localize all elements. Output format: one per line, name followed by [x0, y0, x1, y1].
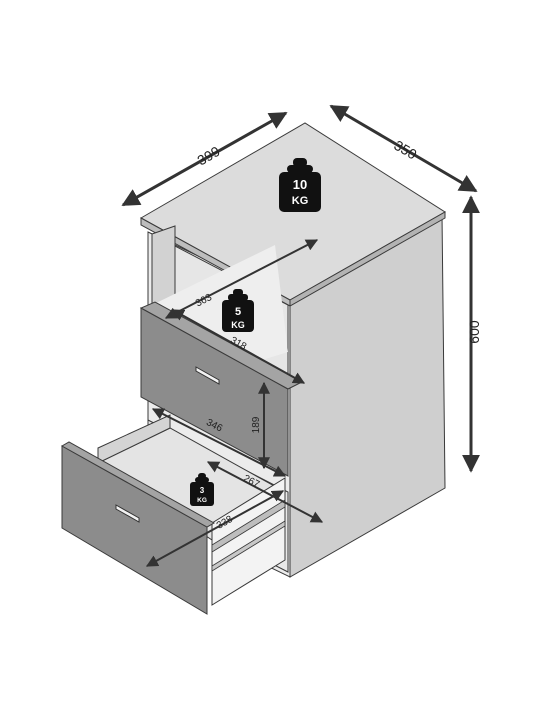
width-label: 399 [194, 143, 222, 169]
shelf-weight-unit: KG [231, 320, 245, 330]
inner-width-arrow [171, 309, 306, 384]
weight-icon: 10 KG [279, 158, 321, 212]
top-weight-number: 10 [293, 177, 307, 192]
drawer-height-label: 189 [251, 416, 262, 433]
dimension-arrows [121, 104, 480, 567]
drawer-handle-icon[interactable] [115, 504, 140, 523]
shelf-weight-number: 5 [235, 306, 241, 318]
width-arrow [121, 111, 288, 207]
drawer-depth-arrow [145, 490, 285, 567]
depth-label: 350 [391, 137, 419, 163]
height-label: 600 [466, 320, 482, 344]
drawer-weight-unit: KG [197, 497, 207, 504]
depth-arrow [329, 104, 478, 193]
drawer-weight-number: 3 [200, 486, 205, 495]
top-weight-unit: KG [292, 195, 309, 207]
inner-depth-arrow [164, 239, 319, 319]
